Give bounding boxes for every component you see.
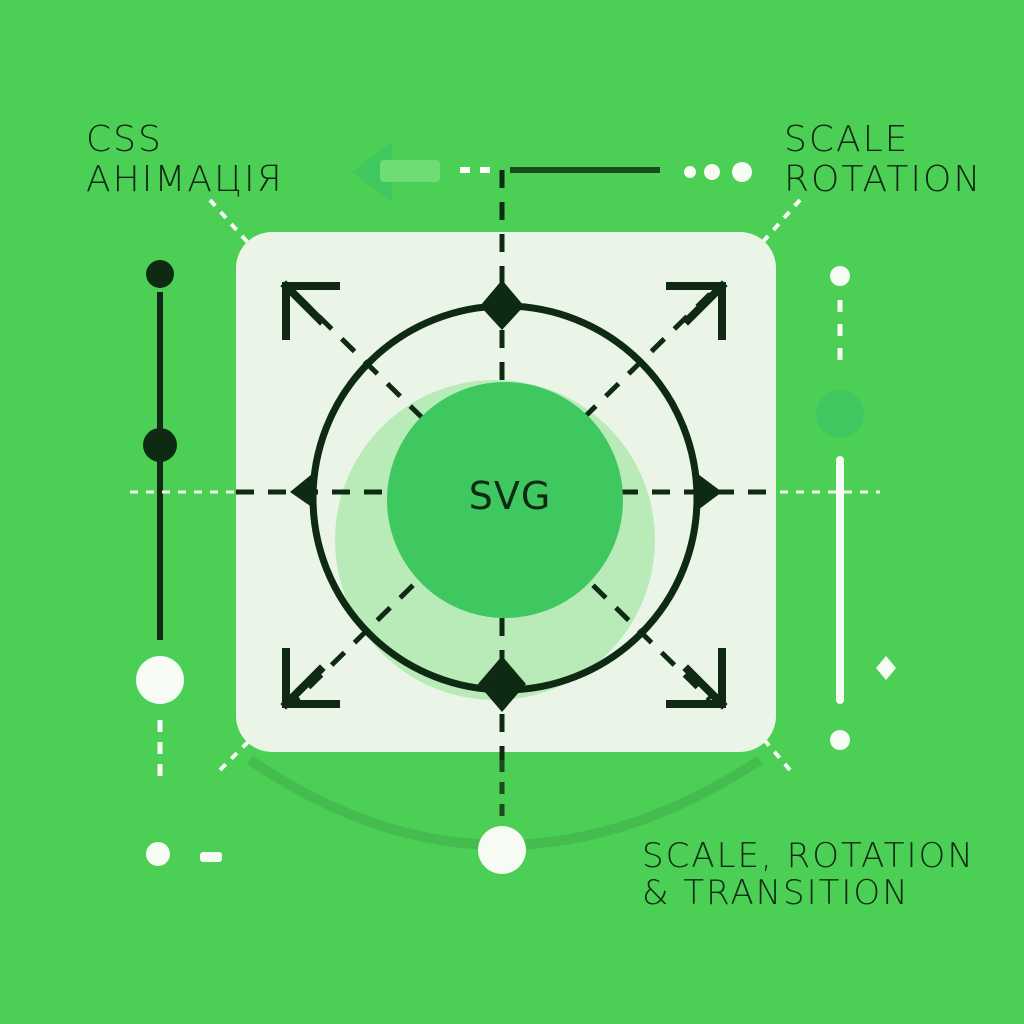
label-line: CSS	[86, 119, 163, 160]
right-slider-knob	[816, 390, 864, 438]
svg-circle	[387, 382, 623, 618]
top-arrow-track	[352, 142, 752, 202]
diamond-top-icon	[480, 280, 524, 330]
label-line: ROTATION	[784, 158, 983, 200]
transition-label: SCALE, ROTATION & TRANSITION	[642, 836, 975, 914]
scale-rotation-label: SCALE ROTATION	[784, 120, 982, 199]
bottom-handle-icon	[478, 826, 526, 874]
label-line: & TRANSITION	[642, 873, 910, 914]
slider-handle-icon	[136, 656, 184, 704]
diamond-left-icon	[290, 474, 316, 510]
diamond-icon	[876, 656, 896, 680]
arrow-left-icon	[352, 142, 392, 202]
slider-mid-knob	[143, 428, 177, 462]
css-animation-label: CSS АНІМАЦІЯ	[86, 120, 284, 199]
label-line: SCALE, ROTATION	[642, 836, 975, 876]
left-slider	[136, 260, 184, 780]
svg-center-label: SVG	[468, 474, 552, 518]
slider-top-knob	[146, 260, 174, 288]
label-line: SCALE	[784, 119, 910, 160]
diamond-bottom-icon	[478, 656, 526, 712]
expand-arrow-icon	[280, 280, 728, 710]
label-line: АНІМАЦІЯ	[86, 158, 284, 200]
diamond-right-icon	[698, 474, 722, 510]
right-slider	[816, 266, 896, 750]
